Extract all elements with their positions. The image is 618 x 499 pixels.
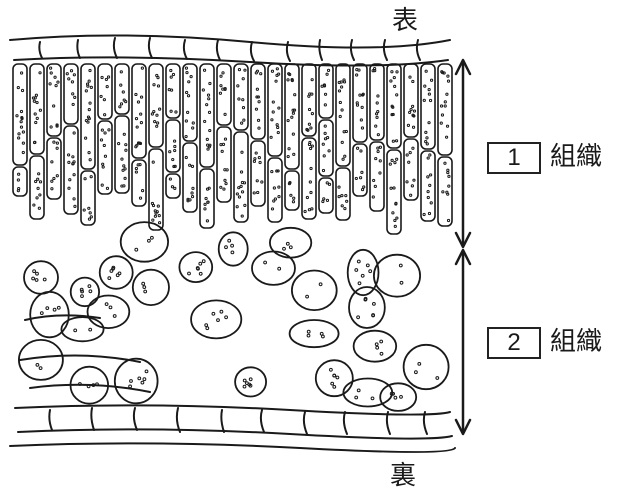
tissue-2-label: 組織 — [550, 326, 602, 358]
tissue-1-number-box: 1 — [487, 142, 541, 174]
palisade-extent-arrow — [456, 60, 470, 247]
palisade-tissue — [13, 64, 452, 234]
tissue-1-label: 組織 — [550, 141, 602, 173]
upper-surface-label: 表 — [392, 6, 418, 36]
upper-epidermis — [10, 35, 450, 65]
lower-surface-label: 裏 — [390, 461, 416, 491]
tissue-2-number-box: 2 — [487, 327, 541, 359]
spongy-extent-arrow — [456, 250, 470, 434]
